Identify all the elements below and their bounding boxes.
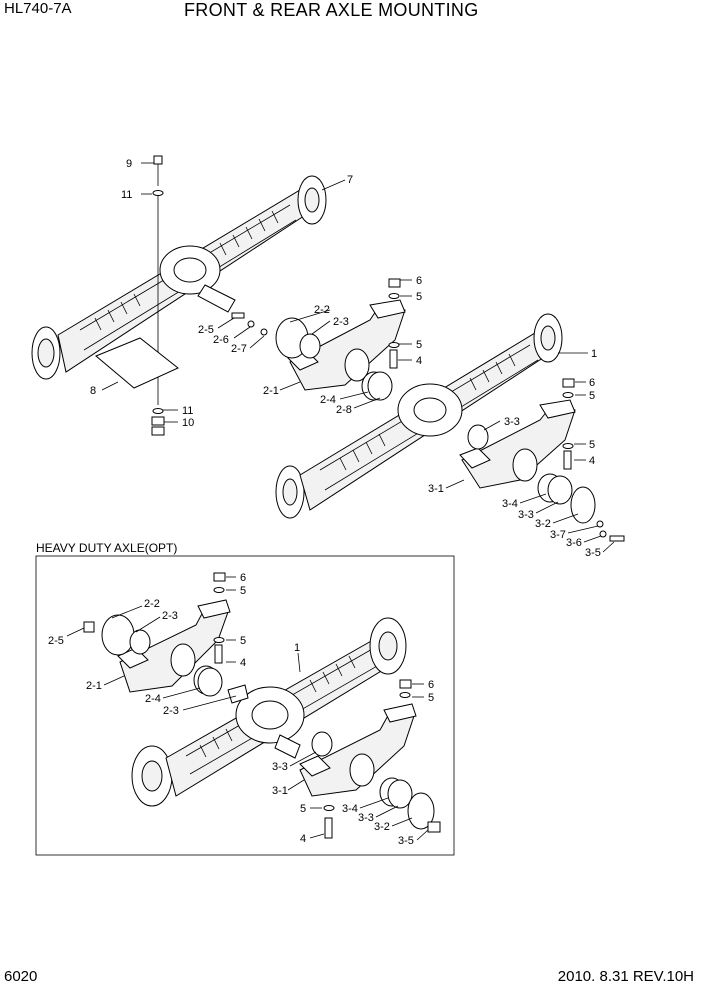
callout-6: 6	[428, 679, 434, 691]
callout-2-1: 2-1	[263, 385, 279, 397]
rear-axle-assembly	[275, 313, 563, 519]
callout-11: 11	[121, 189, 132, 201]
callout-2-1: 2-1	[86, 680, 102, 692]
callout-2-5: 2-5	[48, 635, 64, 647]
callout-4: 4	[416, 355, 422, 367]
callout-2-5: 2-5	[198, 324, 214, 336]
heavy-bracket-2-1	[83, 572, 231, 697]
callout-3-4: 3-4	[342, 803, 358, 815]
callout-6: 6	[589, 377, 595, 389]
callout-2-7: 2-7	[231, 343, 247, 355]
front-axle-assembly	[31, 175, 327, 380]
callout-5: 5	[240, 635, 246, 647]
heavy-leader-lines	[66, 576, 429, 841]
front-mount-hardware	[95, 155, 179, 436]
callout-2-3: 2-3	[162, 610, 178, 622]
callout-2-2: 2-2	[314, 304, 330, 316]
callout-10: 10	[182, 417, 194, 429]
callout-3-3: 3-3	[518, 509, 534, 521]
revision-date: 2010. 8.31 REV.10H	[557, 968, 694, 985]
top-leader-lines	[101, 162, 615, 553]
callout-11: 11	[182, 405, 193, 417]
section-label-heavy-duty: HEAVY DUTY AXLE(OPT)	[36, 541, 178, 555]
callout-3-2: 3-2	[374, 821, 390, 833]
callout-5: 5	[416, 339, 422, 351]
callout-9: 9	[126, 158, 132, 170]
heavy-duty-axle-assembly	[131, 617, 407, 807]
callout-6: 6	[240, 572, 246, 584]
callout-7: 7	[347, 174, 353, 186]
callout-4: 4	[589, 455, 595, 467]
callout-3-2: 3-2	[535, 518, 551, 530]
heavy-duty-axle-frame	[35, 555, 455, 856]
callout-3-6: 3-6	[566, 537, 582, 549]
callout-3-3: 3-3	[504, 416, 520, 428]
callout-5: 5	[428, 692, 434, 704]
callout-1: 1	[294, 642, 300, 654]
callout-2-4: 2-4	[145, 693, 161, 705]
page-title: FRONT & REAR AXLE MOUNTING	[184, 0, 479, 20]
rear-bracket-3-1	[459, 378, 625, 542]
callout-8: 8	[90, 385, 96, 397]
callout-5: 5	[589, 439, 595, 451]
callout-3-7: 3-7	[550, 529, 566, 541]
callout-2-2: 2-2	[144, 598, 160, 610]
callout-2-4: 2-4	[320, 394, 336, 406]
callout-6: 6	[416, 275, 422, 287]
callout-3-3: 3-3	[272, 761, 288, 773]
heavy-callouts: 6 5 2-2 2-3 2-5 5 4 1 2-1 2-4 2-3 6 5 3-…	[48, 572, 434, 847]
callout-3-3: 3-3	[358, 812, 374, 824]
callout-3-4: 3-4	[502, 498, 518, 510]
callout-3-1: 3-1	[428, 483, 444, 495]
callout-2-8: 2-8	[336, 404, 352, 416]
callout-5: 5	[240, 585, 246, 597]
callout-5: 5	[300, 803, 306, 815]
callout-5: 5	[589, 390, 595, 402]
callout-4: 4	[240, 657, 246, 669]
callout-4: 4	[300, 833, 306, 845]
top-callouts: 9 11 7 6 5 2-2 2-3 2-5 2-6 2-7 5 4 8 2-1…	[90, 158, 601, 559]
callout-3-5: 3-5	[398, 835, 414, 847]
callout-3-1: 3-1	[272, 785, 288, 797]
page-number: 6020	[4, 968, 38, 985]
callout-2-3: 2-3	[333, 316, 349, 328]
callout-5: 5	[416, 291, 422, 303]
callout-2-3: 2-3	[163, 705, 179, 717]
model-code: HL740-7A	[4, 0, 72, 17]
callout-2-6: 2-6	[213, 334, 229, 346]
callout-1: 1	[591, 348, 597, 360]
callout-3-5: 3-5	[585, 547, 601, 559]
front-bracket-2-1	[231, 278, 406, 401]
